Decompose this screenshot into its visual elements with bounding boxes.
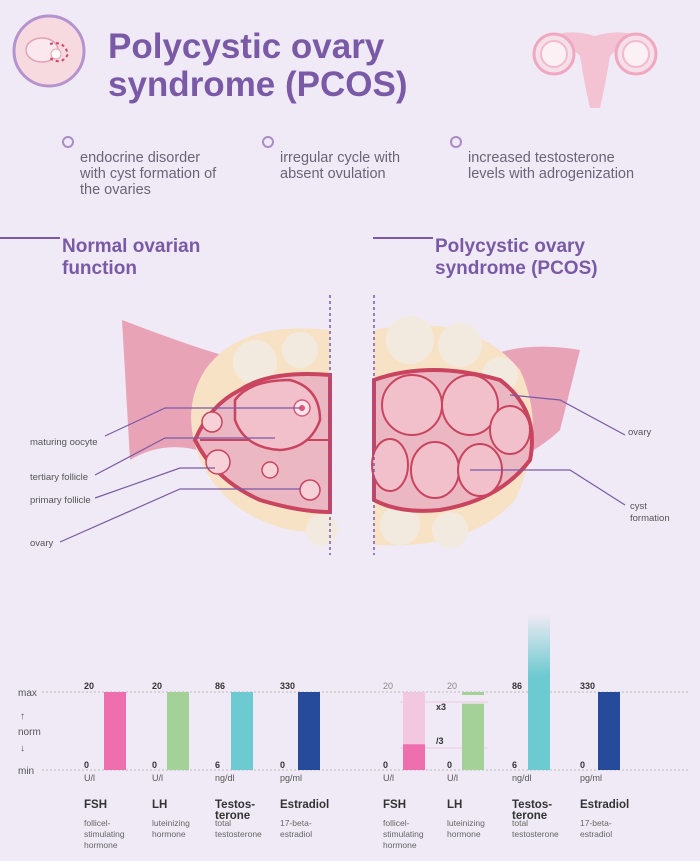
testosterone-bar-pcos — [528, 614, 550, 770]
bullet-cycle: irregular cycle with absent ovulation — [262, 134, 400, 182]
testosterone-min-value-pcos: 6 — [512, 760, 517, 770]
lh-min-value-pcos: 0 — [447, 760, 452, 770]
section-divider-left — [0, 237, 60, 239]
fsh-min-value-pcos: 0 — [383, 760, 388, 770]
fsh-unit-pcos: U/l — [383, 773, 394, 783]
estradiol-unit-pcos: pg/ml — [580, 773, 602, 783]
lh-min-value: 0 — [152, 760, 157, 770]
estradiol-min-value-pcos: 0 — [580, 760, 585, 770]
fsh-category-label: FSH — [84, 799, 107, 811]
lh-bar-pcos — [462, 703, 484, 770]
annotation-div3: /3 — [436, 736, 444, 746]
fsh-unit: U/l — [84, 773, 95, 783]
annotation-x3: x3 — [436, 702, 446, 712]
estradiol-description-pcos: 17-beta-estradiol — [580, 818, 612, 839]
lh-max-value: 20 — [152, 681, 162, 691]
axis-max-label: max — [18, 688, 37, 699]
label-primary-follicle: primary follicle — [30, 495, 91, 506]
bullet-dot-icon — [62, 136, 74, 148]
estradiol-max-value-pcos: 330 — [580, 681, 595, 691]
fsh-category-label-pcos: FSH — [383, 799, 406, 811]
axis-min-label: min — [18, 766, 34, 777]
testosterone-max-value-pcos: 86 — [512, 681, 522, 691]
testosterone-unit: ng/dl — [215, 773, 235, 783]
lh-category-label-pcos: LH — [447, 799, 462, 811]
lh-bar — [167, 692, 189, 770]
fsh-max-value-pcos: 20 — [383, 681, 393, 691]
fsh-bar — [104, 692, 126, 770]
page-title: Polycystic ovary syndrome (PCOS) — [108, 27, 408, 104]
fsh-max-value: 20 — [84, 681, 94, 691]
testosterone-bar — [231, 692, 253, 770]
up-arrow-icon: ↑ — [20, 711, 25, 722]
testosterone-unit-pcos: ng/dl — [512, 773, 532, 783]
testosterone-max-value: 86 — [215, 681, 225, 691]
lh-unit-pcos: U/l — [447, 773, 458, 783]
estradiol-category-label-pcos: Estradiol — [580, 799, 629, 811]
estradiol-description: 17-beta-estradiol — [280, 818, 312, 839]
estradiol-bar — [298, 692, 320, 770]
estradiol-unit: pg/ml — [280, 773, 302, 783]
lh-max-marker — [462, 692, 484, 695]
bullet-endocrine: endocrine disorder with cyst formation o… — [62, 134, 216, 198]
label-tertiary-follicle: tertiary follicle — [30, 472, 89, 483]
estradiol-category-label: Estradiol — [280, 799, 329, 811]
ovary-logo-icon — [12, 14, 86, 88]
fsh-bar-pcos — [403, 744, 425, 770]
bullet-dot-icon — [262, 136, 274, 148]
lh-category-label: LH — [152, 799, 167, 811]
ovary-illustration — [59, 295, 626, 555]
fsh-min-value: 0 — [84, 760, 89, 770]
estradiol-max-value: 330 — [280, 681, 295, 691]
normal-section-title: Normal ovarian function — [62, 236, 201, 279]
down-arrow-icon: ↓ — [20, 743, 25, 754]
uterus-icon — [520, 22, 670, 114]
section-divider-right — [373, 237, 433, 239]
bullet-testosterone: increased testosterone levels with adrog… — [450, 134, 634, 182]
testosterone-category-label: Testos-terone — [215, 799, 255, 822]
label-ovary-normal: ovary — [30, 538, 54, 549]
label-cyst-formation: cyst formation — [630, 501, 670, 524]
lh-unit: U/l — [152, 773, 163, 783]
testosterone-min-value: 6 — [215, 760, 220, 770]
label-ovary-pcos: ovary — [628, 427, 652, 438]
normal-ovary — [122, 295, 338, 555]
estradiol-bar-pcos — [598, 692, 620, 770]
label-maturing-oocyte: maturing oocyte — [30, 437, 98, 448]
pcos-section-title: Polycystic ovary syndrome (PCOS) — [435, 236, 598, 279]
lh-max-value-pcos: 20 — [447, 681, 457, 691]
pcos-ovary — [371, 295, 580, 555]
estradiol-min-value: 0 — [280, 760, 285, 770]
axis-norm-label: norm — [18, 727, 41, 738]
testosterone-category-label-pcos: Testos-terone — [512, 799, 552, 822]
bullet-dot-icon — [450, 136, 462, 148]
